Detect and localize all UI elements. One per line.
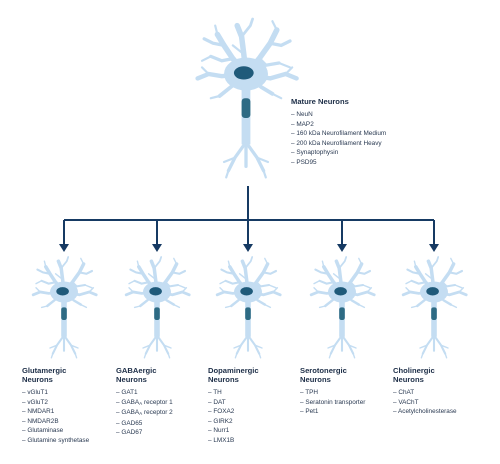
marker-item: Nurr1 [208,426,259,436]
marker-item: NeuN [291,110,386,120]
neuron-icon [309,255,376,360]
mature-markers-list: NeuN MAP2 160 kDa Neurofilament Medium 2… [291,110,386,168]
neuron-icon [124,255,191,360]
marker-item: Pet1 [300,407,365,417]
marker-item: GAD67 [116,428,173,438]
neuron-icon [401,255,468,360]
neuron-icon [215,255,282,360]
marker-item: PSD95 [291,158,386,168]
marker-item: GAT1 [116,388,173,398]
marker-item: DAT [208,398,259,408]
marker-item: GAD65 [116,419,173,429]
marker-item: VAChT [393,398,457,408]
neuron-icon [31,255,98,360]
neuron-icon [198,19,297,177]
dopaminergic-markers-list: TH DAT FOXA2 GIRK2 Nurr1 LMX1B [208,388,259,446]
marker-item: NMDAR2B [22,417,89,427]
serotonergic-markers-list: TPH Seratonin transporter Pet1 [300,388,365,417]
mature-neurons-title: Mature Neurons [291,97,349,106]
marker-item: Seratonin transporter [300,398,365,408]
marker-item: Synaptophysin [291,148,386,158]
marker-item: GABAA receptor 1 [116,398,172,409]
marker-item: Glutaminase [22,426,89,436]
marker-item: 200 kDa Neurofilament Heavy [291,139,386,149]
cholinergic-markers-list: ChAT VAChT Acetylcholinesterase [393,388,457,417]
glutamergic-markers-list: vGluT1 vGluT2 NMDAR1 NMDAR2B Glutaminase… [22,388,89,446]
marker-item: vGluT1 [22,388,89,398]
lineage-arrows [63,186,435,246]
marker-item: LMX1B [208,436,259,446]
marker-item: vGluT2 [22,398,89,408]
mature-neurons-block: Mature Neurons NeuN MAP2 160 kDa Neurofi… [291,97,386,168]
marker-item: NMDAR1 [22,407,89,417]
marker-item: 160 kDa Neurofilament Medium [291,129,386,139]
marker-item: GIRK2 [208,417,259,427]
marker-item: TH [208,388,259,398]
marker-item: Acetylcholinesterase [393,407,457,417]
marker-item: ChAT [393,388,457,398]
marker-item: FOXA2 [208,407,259,417]
marker-item: TPH [300,388,365,398]
marker-item: MAP2 [291,120,386,130]
gabaergic-markers-list: GAT1 GABAA receptor 1 GABAA receptor 2 G… [116,388,173,438]
arrowheads [59,244,439,252]
marker-item: Glutamine synthetase [22,436,89,446]
marker-item: GABAA receptor 2 [116,408,172,419]
